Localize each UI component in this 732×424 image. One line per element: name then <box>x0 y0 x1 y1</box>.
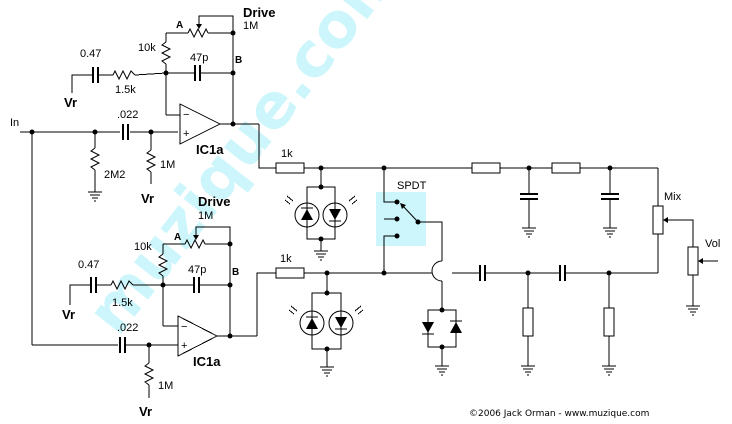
resistor-1-5k-1 <box>112 69 136 81</box>
resistor-filter-2 <box>551 162 581 174</box>
output-section: Mix Vol <box>652 168 720 316</box>
c-feedback-label-1: 47p <box>190 52 208 64</box>
opamp-minus-1: − <box>183 109 189 121</box>
copyright-text: ©2006 Jack Orman - www.muzique.com <box>469 409 649 419</box>
input-label: In <box>10 117 19 129</box>
led-up-icon <box>306 318 318 329</box>
resistor-10k-1 <box>160 41 172 65</box>
c-gain-label-2: 0.47 <box>78 259 99 271</box>
r-gain-label-2: 1.5k <box>112 297 133 309</box>
opamp-label-1: IC1a <box>196 142 224 157</box>
node-a-label-2: A <box>174 232 181 243</box>
opamp-minus-2: − <box>181 321 187 333</box>
resistor-2m2 <box>89 147 101 171</box>
resistor-1k-out-1 <box>275 162 305 174</box>
resistor-1-5k-2 <box>110 279 134 291</box>
c-gain-label-1: 0.47 <box>80 48 101 60</box>
wiper-arrow-icon <box>196 24 202 29</box>
mix-pot-label: Mix <box>664 191 682 203</box>
drive-title-2: Drive <box>198 194 231 209</box>
r-gain-label-1: 1.5k <box>115 84 136 96</box>
resistor-bias-2 <box>143 362 155 386</box>
node-a-label-1: A <box>176 20 183 31</box>
stage-1: In .022 2M2 1M Vr − + IC1a <box>10 5 658 345</box>
r-feedback-label-2: 10k <box>134 241 152 253</box>
switch-arrow-icon <box>400 203 406 209</box>
led-down-icon <box>335 317 347 328</box>
diode-down-icon <box>422 322 434 333</box>
led-up-icon <box>301 209 313 220</box>
drive-value-1: 1M <box>243 20 258 32</box>
led-clipper-1 <box>284 168 358 261</box>
vol-pot[interactable] <box>687 246 699 276</box>
vol-wiper-arrow-icon <box>698 258 703 264</box>
opamp-plus-2: + <box>181 340 187 352</box>
c-input-label-2: .022 <box>117 322 138 334</box>
spdt-switch[interactable]: SPDT <box>383 168 443 310</box>
opamp-plus-1: + <box>183 128 189 140</box>
vref-gain-label-1: Vr <box>64 95 77 110</box>
drive-title-1: Drive <box>243 5 276 20</box>
stage-2: .022 1M Vr − + IC1a 47p B 10k A Drive <box>32 194 658 419</box>
diode-up-icon <box>450 322 462 333</box>
node-b-label-2: B <box>232 267 239 278</box>
vol-pot-label: Vol <box>705 238 720 250</box>
r-feedback-label-1: 10k <box>138 42 156 54</box>
resistor-bias-1 <box>145 149 157 173</box>
resistor-hp-1 <box>522 307 534 337</box>
resistor-10k-2 <box>157 253 169 277</box>
vref-gain-label-2: Vr <box>62 307 75 322</box>
r-out-label-1: 1k <box>281 148 293 160</box>
switch-label: SPDT <box>397 180 427 192</box>
led-clipper-2 <box>288 273 364 377</box>
resistor-filter-1 <box>471 162 501 174</box>
r-input-label: 2M2 <box>104 169 125 181</box>
r-out-label-2: 1k <box>280 253 292 265</box>
node-b-label-1: B <box>235 55 242 66</box>
mix-wiper-arrow-icon <box>663 217 668 223</box>
opamp-ic1a-top <box>179 103 222 145</box>
resistor-hp-2 <box>603 307 615 337</box>
c-feedback-label-2: 47p <box>188 264 206 276</box>
resistor-1k-out-2 <box>275 267 305 279</box>
opamp-label-2: IC1a <box>193 354 221 369</box>
led-down-icon <box>329 209 341 220</box>
mix-pot[interactable] <box>652 205 664 235</box>
diode-clipper <box>422 307 462 376</box>
wiper-arrow-icon <box>193 235 199 240</box>
opamp-ic1a-bottom <box>177 315 219 357</box>
ground-icon <box>88 191 102 202</box>
vref-bias-label-1: Vr <box>141 191 154 206</box>
r-bias-label-1: 1M <box>160 159 175 171</box>
drive-pot-1[interactable] <box>187 27 209 39</box>
drive-pot-2[interactable] <box>184 238 206 250</box>
drive-value-2: 1M <box>198 210 213 222</box>
c-input-label-1: .022 <box>117 109 138 121</box>
vref-bias-label-2: Vr <box>139 404 152 419</box>
r-bias-label-2: 1M <box>158 380 173 392</box>
